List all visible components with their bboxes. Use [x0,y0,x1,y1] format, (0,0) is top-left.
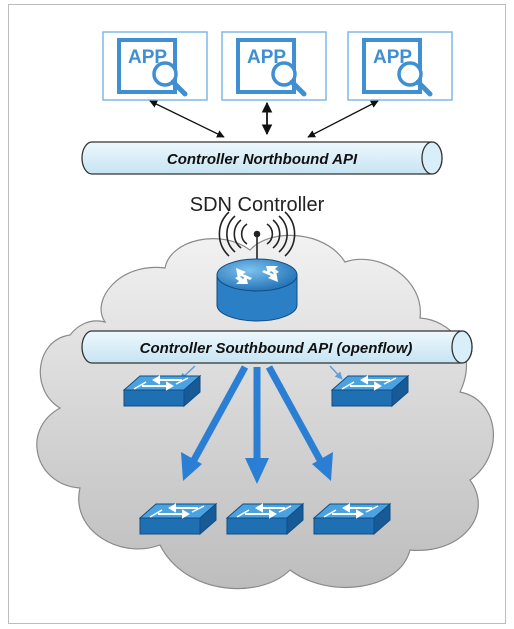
app1-api-arrow [149,100,225,138]
arrow-to-right-switch [329,365,343,380]
wireless-signal-icon [218,211,296,262]
application-layer: APP APP APP [102,31,453,101]
figure-border [8,4,506,624]
magnifier-app-icon [236,38,307,97]
flow-arrow-left [181,365,249,481]
switch-upper-left[interactable] [122,374,202,408]
app-box-2[interactable]: APP [221,31,327,101]
switch-lower-center[interactable] [225,502,305,536]
flow-arrow-center [245,367,269,484]
app-box-1[interactable]: APP [102,31,208,101]
magnifier-app-icon [117,38,188,97]
switch-upper-right[interactable] [330,374,410,408]
app-box-3[interactable]: APP [347,31,453,101]
switch-lower-left[interactable] [138,502,218,536]
southbound-api-pipe[interactable]: Controller Southbound API (openflow) [81,330,473,364]
app-label: APP [247,47,286,68]
app-label: APP [128,47,167,68]
flow-arrows [181,365,333,484]
northbound-api-label: Controller Northbound API [167,151,358,168]
northbound-arrows [149,100,379,138]
network-cloud [36,234,494,590]
controller-label: SDN Controller [190,194,325,216]
northbound-api-pipe[interactable]: Controller Northbound API [81,141,443,175]
router-icon[interactable] [216,258,298,322]
switch-lower-right[interactable] [312,502,392,536]
flow-arrow-right [265,365,333,481]
southbound-api-label: Controller Southbound API (openflow) [140,340,413,357]
app-label: APP [373,47,412,68]
app3-api-arrow [307,100,379,138]
magnifier-app-icon [362,38,433,97]
